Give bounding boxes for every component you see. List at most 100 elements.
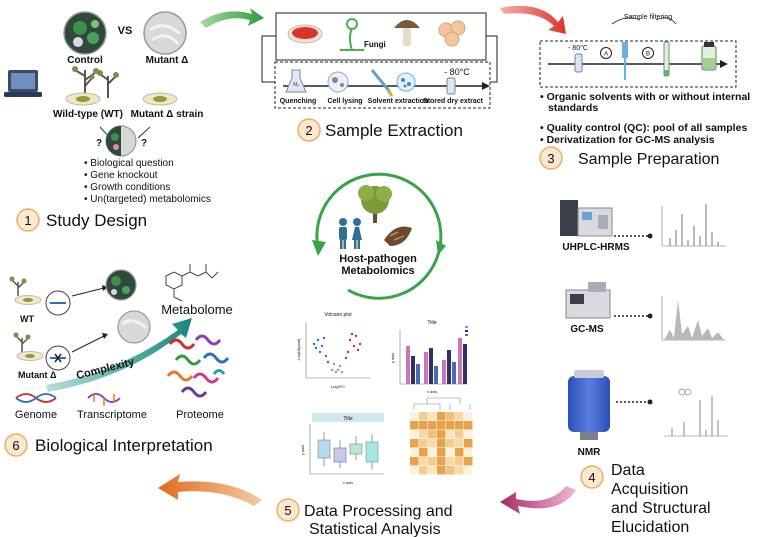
heatmap-cell (446, 412, 455, 421)
biological-interpretation-section: WT Mutant Δ Complexity Me (4, 264, 233, 457)
flow-arrow-2-to-3 (500, 5, 566, 34)
heatmap-cell (455, 430, 464, 439)
design-bullets: • Biological question • Gene knockout • … (84, 158, 211, 205)
section-title: Sample Extraction (325, 121, 463, 140)
heatmap-cell (428, 421, 437, 430)
flow-arrow-1-to-2 (200, 8, 264, 28)
step-number: 3 (547, 151, 554, 166)
n2-label: N₂ (293, 82, 299, 88)
mutant-strain-plate-icon (142, 92, 178, 106)
heatmap-cell (419, 430, 428, 439)
uhplc-instrument-icon (560, 200, 613, 237)
dna-icon (15, 393, 57, 403)
heatmap-cell (455, 448, 464, 457)
heatmap-cell (410, 421, 419, 430)
rna-icon (87, 393, 121, 406)
heatmap-cell (437, 448, 446, 457)
section-title: Biological Interpretation (35, 436, 213, 455)
section-title: Study Design (46, 211, 147, 230)
heatmap-cell (464, 439, 473, 448)
heatmap-cell (437, 466, 446, 475)
study-design-section: Control VS Mutant Δ Wild-type (WT) Mutan… (4, 11, 211, 232)
heatmap-cell (464, 421, 473, 430)
point-b-marker (642, 47, 654, 59)
volcano-title: Volcano plot (324, 312, 352, 318)
metabolite-structure-icon (165, 264, 219, 302)
heatmap-cell (437, 439, 446, 448)
complexity-label: Complexity (75, 356, 136, 382)
heatmap-cell (455, 412, 464, 421)
step-badge (539, 146, 563, 170)
control-plate-icon (63, 11, 107, 55)
step-label: Stored dry extract (423, 98, 484, 105)
heatmap-cell (419, 466, 428, 475)
heatmap-cell (419, 457, 428, 466)
solvent-dots-icon (396, 72, 416, 92)
instrument-label: UHPLC-HRMS (562, 242, 630, 253)
extraction-temp-label: - 80°C (444, 67, 470, 77)
step-label: Solvent extraction (368, 98, 429, 105)
section-title: Sample Preparation (578, 151, 719, 168)
boxplot-x-label: x axis (343, 480, 353, 485)
heatmap-cell (446, 421, 455, 430)
quenching-flask-icon (285, 69, 307, 93)
heatmap-cell (410, 430, 419, 439)
design-bullet: • Gene knockout (84, 170, 158, 181)
pipette-icon (622, 42, 628, 80)
section-title-line: and Structural (611, 500, 711, 517)
section-title-line: Acquisition (611, 481, 688, 498)
flow-arrow-5-to-6 (158, 474, 262, 506)
heatmap-cell (437, 412, 446, 421)
comparison-plate-icon (105, 125, 137, 157)
extraction-box (274, 61, 491, 109)
bar-chart-x-label: x axis (427, 389, 437, 394)
bar-chart-y-label: y axis (390, 353, 395, 363)
step-badge (580, 465, 604, 489)
volcano-plot-thumbnail: Volcano plot Log2FC -Log10(pval) (296, 312, 370, 389)
heatmap-cell (446, 457, 455, 466)
heatmap-cell (428, 439, 437, 448)
pipette-icon (370, 69, 394, 97)
sample-filtering-label: Sample filtering (624, 14, 672, 21)
center-label-line2: Metabolomics (341, 265, 414, 277)
mutant-plate-icon (143, 11, 187, 55)
sample-preparation-section: Sample filtering - 80°C A B • Organic so… (539, 14, 750, 170)
step-badge (297, 118, 321, 142)
mutant-plate-icon (117, 310, 151, 344)
boxplot-thumbnail: Title x axis y axis (300, 413, 384, 485)
nmr-spectrum-thumbnail (664, 388, 728, 437)
heatmap-cell (446, 430, 455, 439)
control-label: Control (67, 55, 103, 66)
heatmap-cell (437, 421, 446, 430)
tree-icon (358, 185, 392, 223)
transcriptome-label: Transcriptome (77, 409, 147, 421)
heatmap-cell (464, 457, 473, 466)
wild-type-label: Wild-type (WT) (53, 109, 123, 120)
heatmap-thumbnail (410, 397, 473, 475)
heatmap-cell (419, 412, 428, 421)
cycle-ring (315, 172, 443, 300)
spore-cluster-icon (438, 20, 466, 47)
laptop-icon (4, 70, 42, 97)
protein-cluster-icon (166, 334, 230, 398)
heatmap-cell (446, 466, 455, 475)
heatmap-cell (464, 430, 473, 439)
boxplot-y-label: y axis (300, 445, 305, 455)
flow-arrow-4-to-5 (500, 486, 576, 514)
wt-label: WT (20, 314, 34, 324)
instrument-label: NMR (578, 447, 602, 458)
heatmap-cell (410, 448, 419, 457)
section-title-line: Statistical Analysis (309, 521, 441, 537)
bar-chart-title: Title (427, 320, 436, 326)
point-a-label: A (604, 52, 608, 58)
wt-plate-icon (105, 269, 137, 301)
heatmap-cell (428, 412, 437, 421)
heatmap-cell (410, 439, 419, 448)
mushroom-icon (394, 20, 420, 46)
filter-syringe-icon (663, 41, 670, 77)
heatmap-cell (455, 457, 464, 466)
design-bullet: • Growth conditions (84, 182, 170, 193)
section-title-line: Elucidation (611, 519, 689, 536)
vs-label: VS (118, 25, 133, 37)
